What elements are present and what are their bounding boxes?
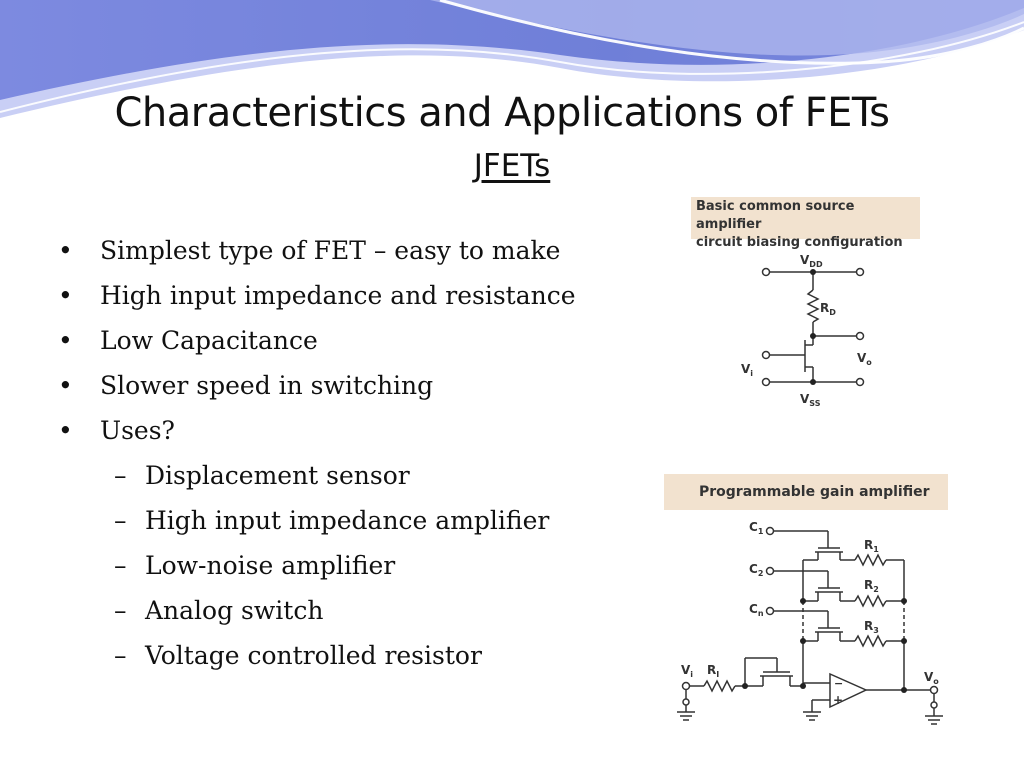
opamp-minus-label: − [834, 677, 843, 690]
ri-label: RI [707, 663, 719, 679]
bullet-marker: • [58, 326, 73, 355]
sub-bullet-text: Displacement sensor [145, 461, 410, 490]
c1-label: C1 [749, 520, 764, 536]
sub-bullet-text: Voltage controlled resistor [145, 641, 482, 670]
bullet-text: Slower speed in switching [100, 371, 434, 400]
swoosh-white-curve [430, 0, 1024, 56]
vdd-label: VDD [800, 253, 823, 269]
figure2-caption: Programmable gain amplifier [664, 474, 948, 510]
r1-label: R1 [864, 538, 879, 554]
sub-bullet-marker: – [114, 551, 127, 580]
common-source-amplifier-schematic: VDD RD Vi Vo VSS [741, 253, 872, 408]
cn-label: Cn [749, 602, 764, 618]
sub-bullet-marker: – [114, 461, 127, 490]
vi-label-2: Vi [681, 663, 693, 679]
r2-label: R2 [864, 578, 879, 594]
sub-bullet-text: Analog switch [145, 596, 324, 625]
bullet-marker: • [58, 416, 73, 445]
sub-bullet-marker: – [114, 641, 127, 670]
opamp-plus-label: + [833, 693, 843, 707]
vo-label-2: Vo [924, 670, 939, 686]
rd-label: RD [820, 301, 836, 317]
bullet-text: High input impedance and resistance [100, 281, 576, 310]
bullet-text: Uses? [100, 416, 175, 445]
header-swoosh [0, 0, 1024, 118]
sub-bullet-text: Low-noise amplifier [145, 551, 396, 580]
bullet-marker: • [58, 236, 73, 265]
bullet-marker: • [58, 281, 73, 310]
bullet-marker: • [58, 371, 73, 400]
figure1-caption-line2: circuit biasing configuration [696, 235, 903, 250]
figure1-caption-line1: Basic common source amplifier [696, 199, 855, 232]
sub-bullet-marker: – [114, 506, 127, 535]
sub-bullet-text: High input impedance amplifier [145, 506, 550, 535]
slide-title: Characteristics and Applications of FETs [114, 90, 891, 136]
bullet-text: Simplest type of FET – easy to make [100, 236, 561, 265]
bullet-text: Low Capacitance [100, 326, 318, 355]
r3-label: R3 [864, 619, 879, 635]
c2-label: C2 [749, 562, 763, 578]
vi-label: Vi [741, 362, 753, 378]
vss-label: VSS [800, 392, 821, 408]
sub-bullet-marker: – [114, 596, 127, 625]
figure1-caption: Basic common source amplifier circuit bi… [691, 197, 920, 250]
swoosh-white-line [439, 0, 1024, 65]
swoosh-highlight [0, 21, 1024, 113]
programmable-gain-amplifier-schematic: C1 C2 Cn R1 R2 R3 Vi RI Vo − + [677, 520, 943, 725]
vo-label: Vo [857, 351, 872, 367]
slide-subtitle: JFETs [473, 148, 551, 184]
